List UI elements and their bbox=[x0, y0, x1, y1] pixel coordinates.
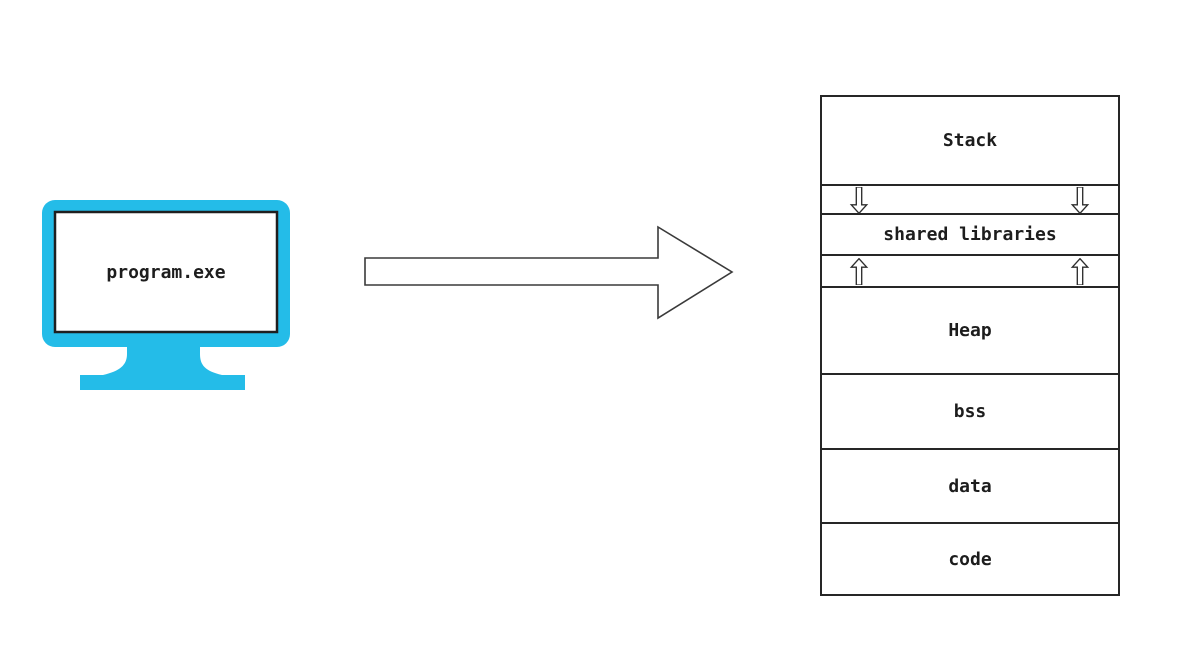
monitor-graphic bbox=[42, 200, 290, 390]
segment-shared-libraries: shared libraries bbox=[822, 215, 1118, 256]
monitor-screen bbox=[53, 210, 279, 334]
maps-to-arrow-icon bbox=[364, 225, 734, 320]
segment-bss: bss bbox=[822, 375, 1118, 450]
segment-label: Stack bbox=[942, 130, 998, 151]
segment-label: shared libraries bbox=[883, 224, 1057, 245]
segment-stack: Stack bbox=[822, 97, 1118, 186]
program-label: program.exe bbox=[106, 261, 226, 283]
monitor-stand bbox=[80, 344, 245, 390]
segment-label: Heap bbox=[948, 320, 992, 341]
up-arrow-icon bbox=[849, 258, 869, 285]
segment-label: code bbox=[948, 548, 992, 570]
segment-code: code bbox=[822, 524, 1118, 594]
down-arrow-icon bbox=[849, 187, 869, 214]
segment-data: data bbox=[822, 450, 1118, 524]
segment-label: bss bbox=[953, 401, 987, 422]
computer-monitor-icon: program.exe bbox=[42, 200, 290, 391]
down-arrow-icon bbox=[1070, 187, 1090, 214]
memory-layout-diagram: Stack shared libraries Heap bss bbox=[820, 95, 1120, 596]
segment-label: data bbox=[948, 475, 992, 497]
heap-growth-band bbox=[822, 256, 1118, 288]
up-arrow-icon bbox=[1070, 258, 1090, 285]
stack-growth-band bbox=[822, 186, 1118, 215]
segment-heap: Heap bbox=[822, 288, 1118, 375]
